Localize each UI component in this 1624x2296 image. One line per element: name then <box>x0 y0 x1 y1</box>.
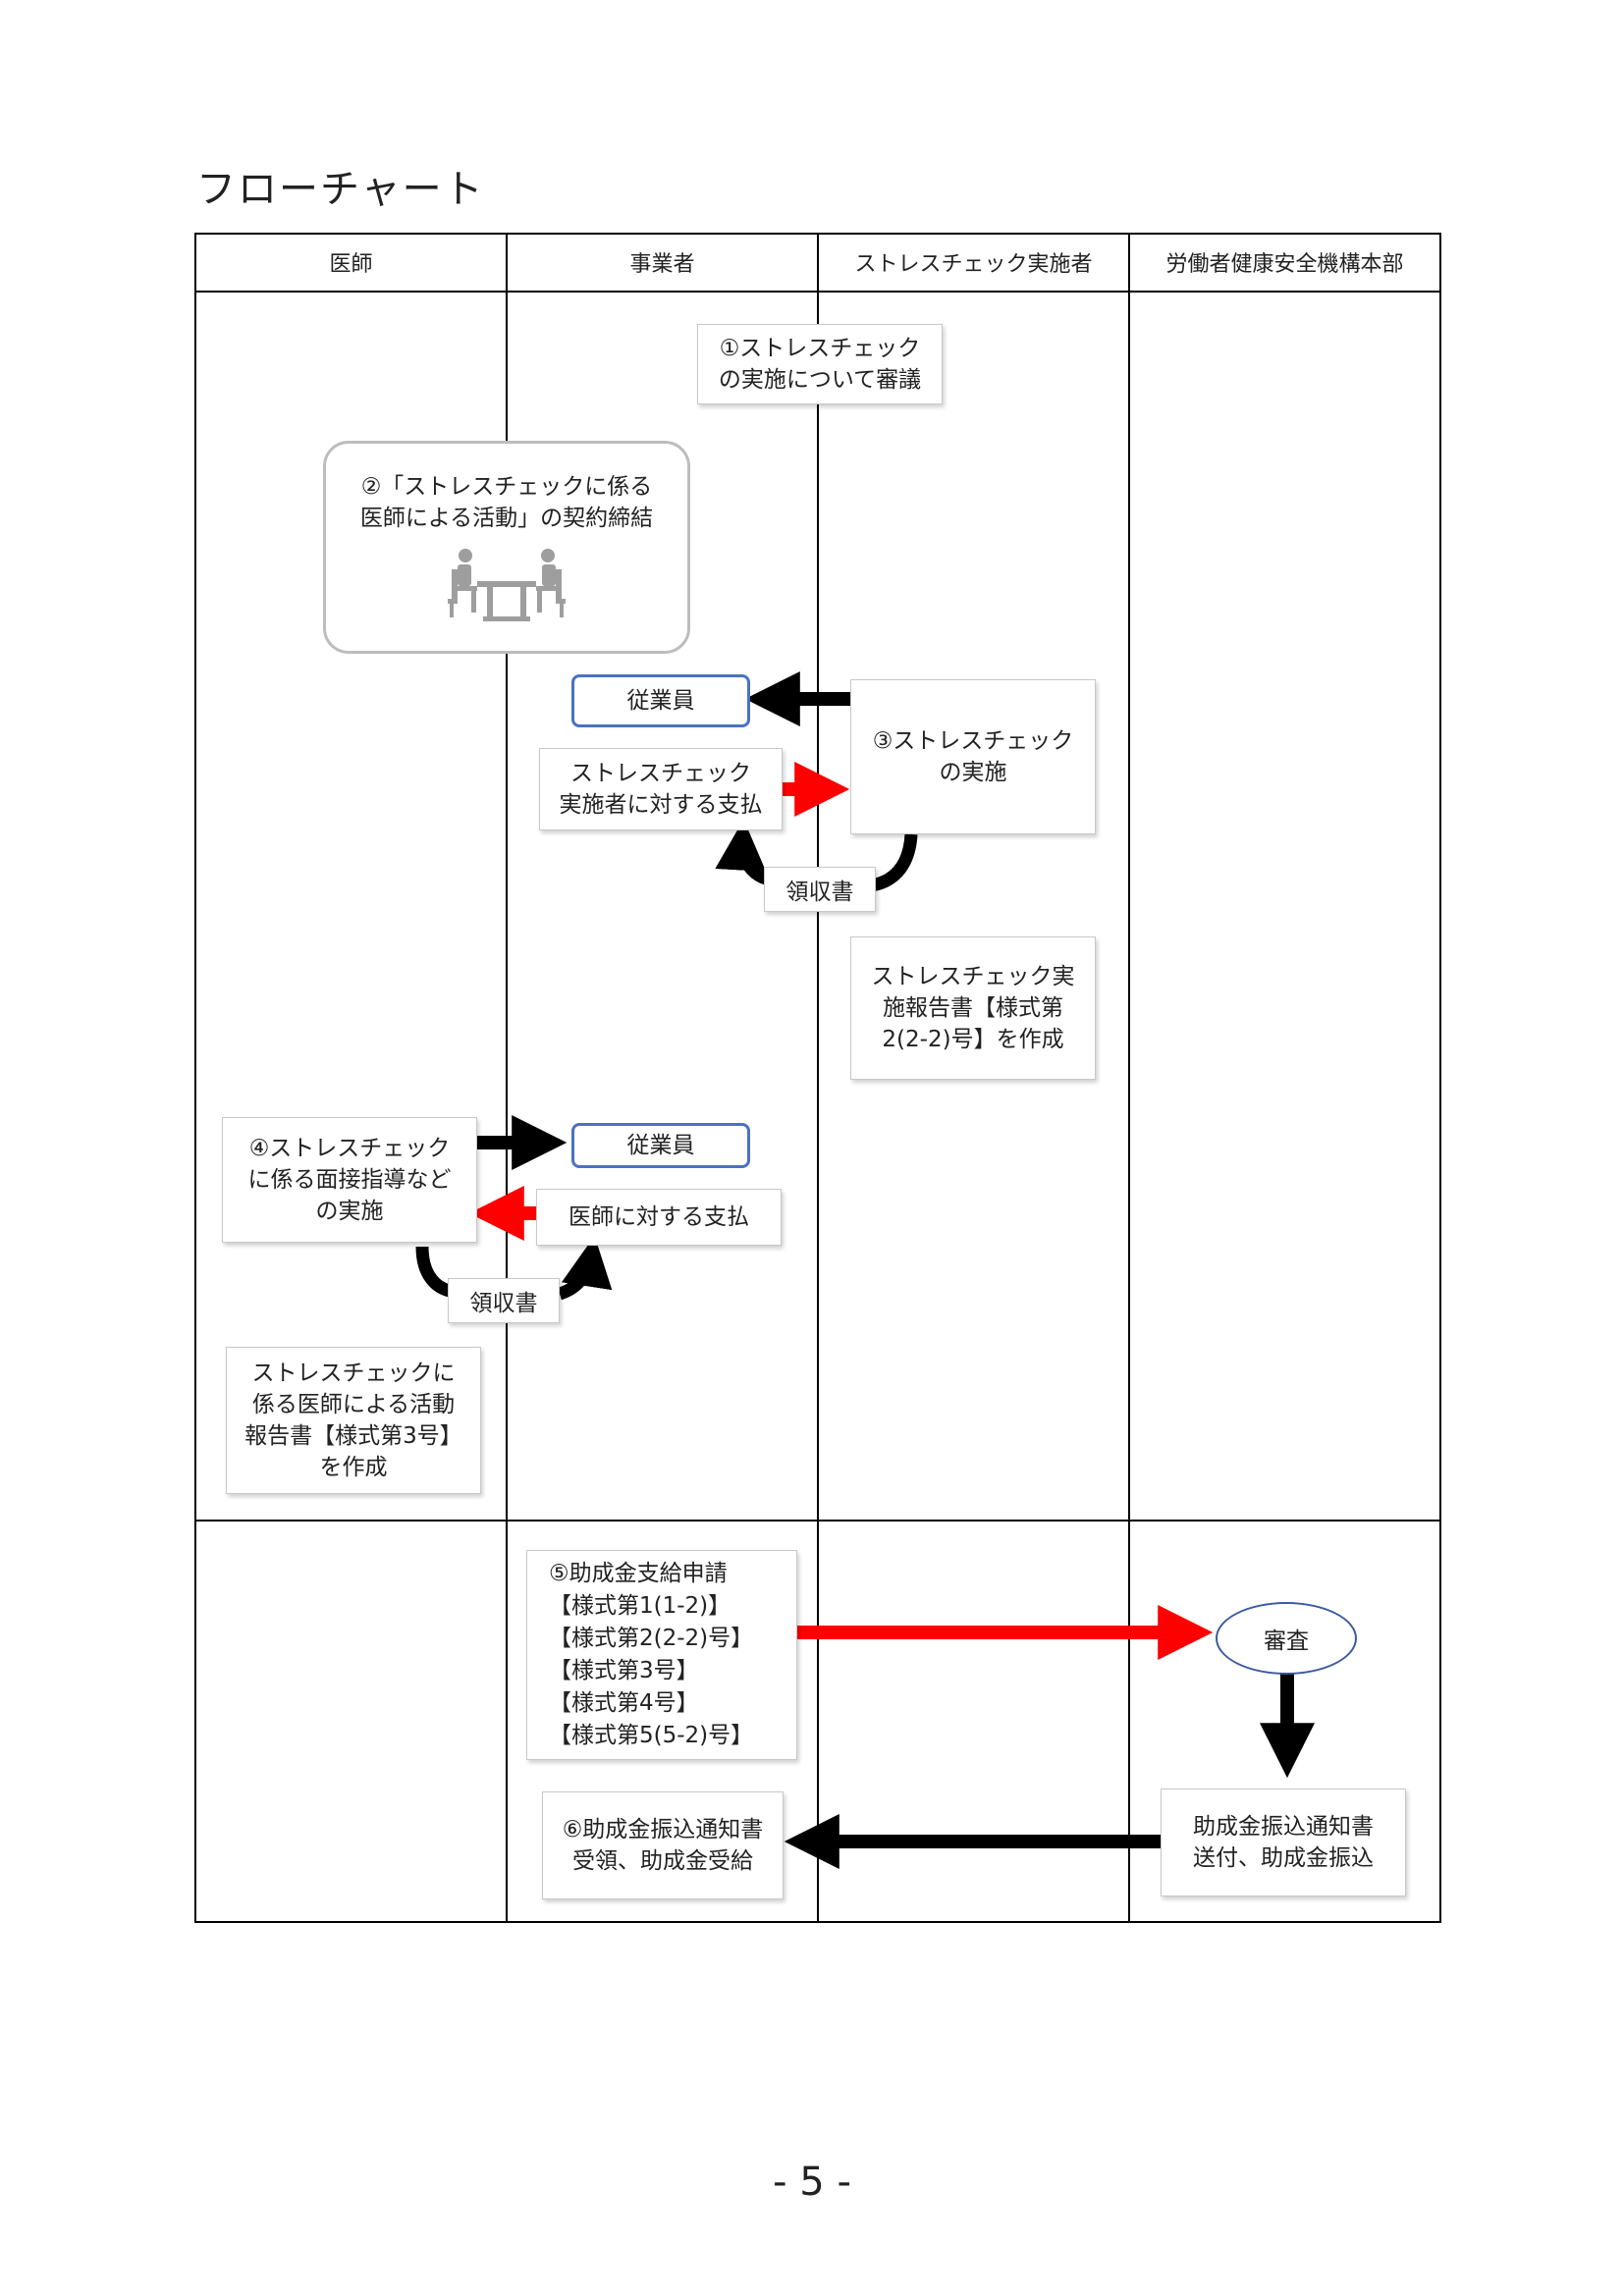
receipt-label-1: 領収書 <box>764 867 876 912</box>
payment-to-doctor: 医師に対する支払 <box>536 1189 782 1246</box>
step-5-application: ⑤助成金支給申請 【様式第1(1-2)】 【様式第2(2-2)号】 【様式第3号… <box>526 1550 797 1760</box>
employee-box-2: 従業員 <box>571 1123 750 1168</box>
step-4-interview: ④ストレスチェック に係る面接指導など の実施 <box>222 1117 477 1243</box>
step-2-label: ②「ストレスチェックに係る 医師による活動」の契約締結 <box>359 474 654 531</box>
grant-notice-sent: 助成金振込通知書 送付、助成金振込 <box>1161 1789 1406 1896</box>
page-number: - 5 - <box>773 2160 851 2205</box>
receipt-label-2: 領収書 <box>448 1278 560 1323</box>
curve-receipt-2-right <box>557 1235 613 1301</box>
curve-receipt-1-left <box>715 819 769 885</box>
step-1-deliberation: ①ストレスチェック の実施について審議 <box>697 324 943 404</box>
review-oval: 審査 <box>1216 1602 1357 1675</box>
step-2-contract: ②「ストレスチェックに係る 医師による活動」の契約締結 <box>323 441 690 654</box>
step-3-stress-check: ③ストレスチェック の実施 <box>850 679 1096 834</box>
lane-header-implementer: ストレスチェック実施者 <box>854 252 1093 277</box>
page-title: フローチャート <box>196 167 485 212</box>
lane-header-doctor: 医師 <box>329 252 373 277</box>
payment-to-implementer: ストレスチェック 実施者に対する支払 <box>539 748 783 830</box>
doctor-report: ストレスチェックに 係る医師による活動 報告書【様式第3号】 を作成 <box>226 1347 481 1494</box>
employee-box-1: 従業員 <box>571 674 750 727</box>
curve-receipt-2-left <box>415 1246 452 1298</box>
lane-header-employer: 事業者 <box>629 252 695 277</box>
implementer-report: ストレスチェック実 施報告書【様式第 2(2-2)号】を作成 <box>850 936 1096 1080</box>
meeting-people-icon <box>448 549 566 621</box>
lane-header-johas: 労働者健康安全機構本部 <box>1165 252 1404 277</box>
step-6-grant-received: ⑥助成金振込通知書 受領、助成金受給 <box>542 1791 784 1899</box>
